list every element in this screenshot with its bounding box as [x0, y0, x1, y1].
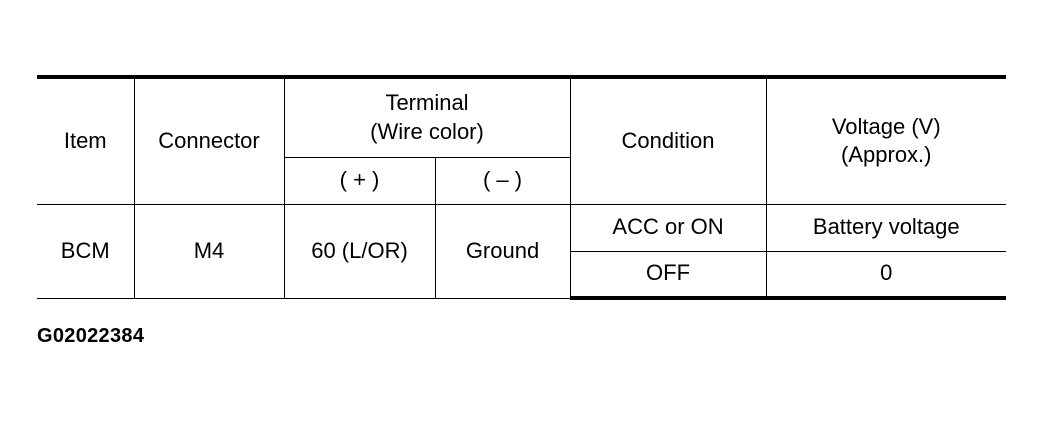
cell-voltage: Battery voltage	[765, 203, 1007, 252]
header-item: Item	[37, 75, 135, 205]
table-row: BCM M4 60 (L/OR) Ground ACC or ON Batter…	[37, 203, 1007, 299]
header-connector: Connector	[133, 75, 285, 205]
cell-terminal-minus: Ground	[434, 203, 571, 299]
header-row-1: Item Connector Terminal (Wire color) Con…	[37, 75, 1007, 205]
header-terminal-subtitle: (Wire color)	[370, 118, 484, 144]
cell-condition: ACC or ON	[569, 203, 767, 252]
header-voltage: Voltage (V) (Approx.)	[765, 75, 1007, 205]
cell-voltage: 0	[765, 250, 1007, 300]
terminal-voltage-table: Item Connector Terminal (Wire color) Con…	[37, 75, 1007, 300]
header-condition: Condition	[569, 75, 767, 205]
cell-item: BCM	[37, 203, 135, 299]
table-row: OFF 0	[37, 250, 1007, 300]
header-voltage-title: Voltage (V)	[831, 113, 941, 139]
header-terminal-plus: ( + )	[284, 156, 436, 205]
figure-id: G02022384	[37, 325, 145, 347]
cell-connector: M4	[133, 203, 285, 299]
header-voltage-subtitle: (Approx.)	[841, 142, 932, 168]
cell-condition: OFF	[570, 250, 767, 300]
cell-terminal-plus: 60 (L/OR)	[283, 203, 436, 299]
header-terminal-minus: ( – )	[434, 156, 571, 205]
header-terminal: Terminal (Wire color)	[283, 75, 571, 158]
header-terminal-title: Terminal	[385, 90, 469, 116]
header-row-2: ( + ) ( – )	[37, 156, 1006, 205]
